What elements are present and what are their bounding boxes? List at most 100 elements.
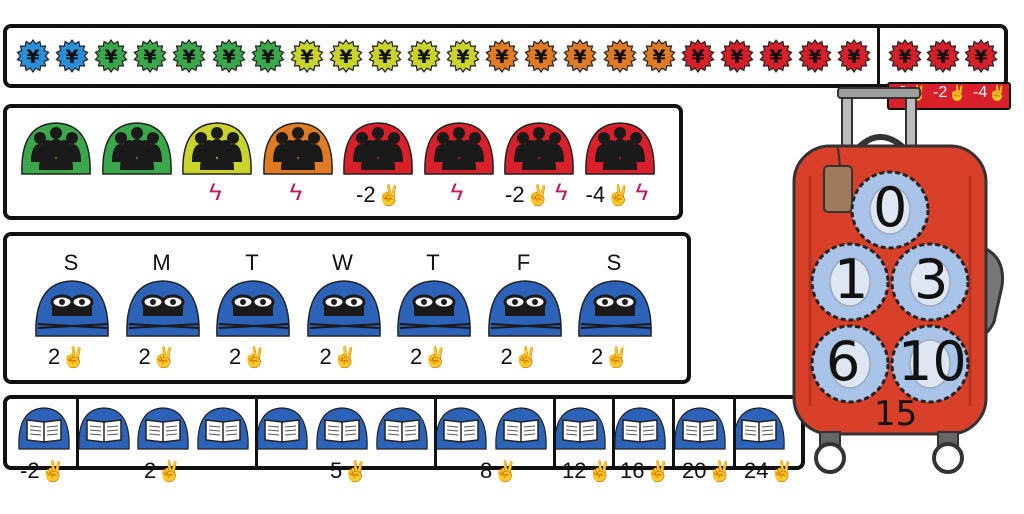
book-reward-value: 12✌: [562, 458, 612, 484]
crowd-penalty-value-text: -4: [585, 182, 606, 207]
weekday-label: M: [152, 250, 171, 275]
book-group-divider: [733, 398, 736, 467]
svg-text:¥: ¥: [691, 46, 704, 68]
day-reward-value-text: 2: [319, 344, 332, 369]
yen-coin-icon: ¥: [446, 39, 480, 73]
sushi-icon: [35, 280, 109, 337]
suitcase-illustration: [792, 87, 1005, 474]
book-reward-value-text: 20: [682, 458, 707, 483]
victory-hand-icon: ✌: [606, 184, 631, 207]
svg-text:¥: ¥: [974, 46, 987, 68]
day-reward-value: 2✌: [229, 344, 267, 370]
sushi-icon: [487, 280, 562, 337]
book-icon: [137, 407, 189, 450]
yen-coin-icon: ¥: [837, 39, 871, 73]
yen-coin-icon: ¥: [720, 39, 754, 73]
yen-coin-icon: ¥: [16, 39, 50, 73]
svg-text:¥: ¥: [417, 46, 430, 68]
sushi-icon: [397, 280, 471, 337]
day-reward-value: 2✌: [591, 344, 629, 370]
victory-hand-icon: ✌: [769, 460, 795, 483]
svg-text:¥: ¥: [535, 46, 548, 68]
day-reward-value: 2✌: [501, 344, 539, 370]
svg-text:¥: ¥: [898, 46, 911, 68]
victory-hand-icon: ✌: [707, 460, 733, 483]
book-icon: [554, 407, 607, 450]
svg-text:¥: ¥: [496, 46, 509, 68]
svg-text:¥: ¥: [26, 46, 39, 68]
book-icon: [256, 407, 309, 450]
yen-coin-icon: ¥: [485, 39, 519, 73]
yen-coin-icon: ¥: [94, 39, 128, 73]
svg-text:¥: ¥: [808, 46, 821, 68]
svg-text:¥: ¥: [613, 46, 626, 68]
book-reward-value: -2✌: [20, 458, 65, 484]
crowd-group-icon: [423, 122, 494, 175]
yen-coin-icon: ¥: [329, 39, 363, 73]
sushi-icon: [306, 280, 381, 337]
crowd-group-icon: [262, 122, 333, 175]
crowd-group-icon: [21, 122, 91, 175]
book-reward-value-text: 24: [744, 458, 769, 483]
yen-coin-icon: ¥: [681, 39, 715, 73]
crowd-penalty-value-text: -2: [505, 182, 525, 207]
suitcase-number-15: 15: [874, 394, 918, 434]
svg-text:¥: ¥: [183, 46, 196, 68]
book-group-divider: [255, 398, 258, 467]
crowd-group-icon: [101, 122, 172, 175]
book-group-divider: [553, 398, 556, 467]
book-reward-value-text: 5: [330, 458, 343, 483]
yen-coin-icon: ¥: [133, 39, 167, 73]
svg-text:¥: ¥: [378, 46, 391, 68]
sushi-icon: [578, 280, 652, 337]
victory-hand-icon: ✌: [645, 460, 671, 483]
book-icon: [435, 407, 487, 450]
crowd-penalty-value: -4✌: [586, 182, 631, 208]
book-reward-value-text: 8: [480, 458, 493, 483]
victory-hand-icon: ✌: [604, 346, 630, 369]
svg-text:¥: ¥: [936, 46, 949, 68]
weekday-label: W: [332, 250, 353, 275]
book-icon: [18, 407, 70, 450]
book-reward-value: 8✌: [480, 458, 518, 484]
suitcase-number-10: 10: [898, 330, 967, 393]
money-track-panel: [3, 24, 1008, 88]
suitcase-number-3: 3: [914, 248, 949, 311]
svg-text:¥: ¥: [574, 46, 587, 68]
weekday-label: T: [426, 250, 440, 275]
day-reward-value-text: 2: [500, 344, 513, 369]
yen-coin-icon: ¥: [407, 39, 441, 73]
svg-text:¥: ¥: [847, 46, 860, 68]
yen-coin-icon: ¥: [172, 39, 206, 73]
book-icon: [614, 407, 666, 450]
victory-hand-icon: ✌: [343, 460, 369, 483]
lightning-bolt-icon: ϟ: [209, 179, 222, 206]
crowd-penalty-value: -2✌: [356, 182, 401, 208]
victory-hand-icon: ✌: [423, 346, 449, 369]
day-reward-value: 2✌: [139, 344, 177, 370]
svg-text:¥: ¥: [261, 46, 274, 68]
yen-coin-icon: ¥: [563, 39, 597, 73]
crowd-group-icon: [343, 122, 413, 175]
yen-coin-icon: ¥: [251, 39, 285, 73]
yen-coin-icon: ¥: [888, 39, 922, 73]
victory-hand-icon: ✌: [587, 460, 613, 483]
book-reward-value: 5✌: [330, 458, 368, 484]
crowd-penalty-value: -2✌: [505, 182, 550, 208]
yen-coin-icon: ¥: [211, 39, 246, 73]
victory-hand-icon: ✌: [948, 85, 967, 102]
svg-text:¥: ¥: [769, 46, 782, 68]
book-reward-value-text: 16: [620, 458, 645, 483]
weekday-label: F: [516, 250, 531, 275]
day-reward-value: 2✌: [320, 344, 358, 370]
victory-hand-icon: ✌: [493, 460, 519, 483]
book-group-divider: [434, 398, 437, 467]
lightning-bolt-icon: ϟ: [635, 179, 649, 206]
crowd-group-icon: [504, 122, 574, 175]
victory-hand-icon: ✌: [242, 346, 268, 369]
suitcase-number-6: 6: [826, 330, 861, 393]
lightning-bolt-icon: ϟ: [289, 179, 303, 206]
victory-hand-icon: ✌: [513, 346, 539, 369]
day-reward-value-text: 2: [591, 344, 604, 369]
svg-text:¥: ¥: [105, 46, 118, 68]
